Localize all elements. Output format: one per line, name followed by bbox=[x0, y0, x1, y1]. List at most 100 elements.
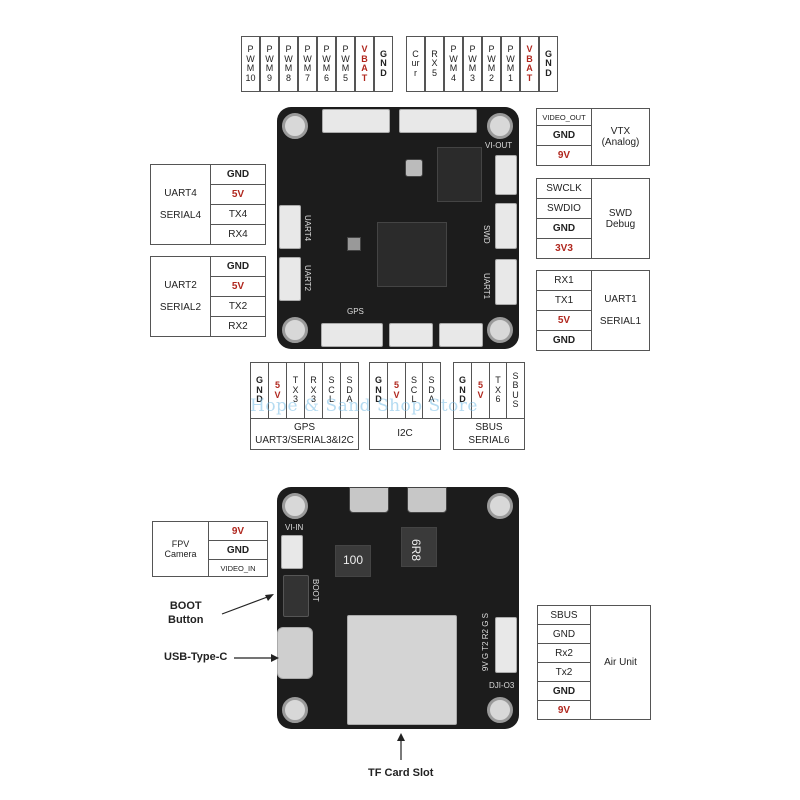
boot-arrow bbox=[221, 594, 274, 615]
i2c-pin-group: GND 5V SCL SDA I2C bbox=[369, 362, 441, 450]
cap-left bbox=[349, 487, 389, 513]
silk-gps: GPS bbox=[347, 307, 364, 316]
connector-left-uart4 bbox=[279, 205, 301, 249]
pin-gnd: GND bbox=[536, 125, 592, 146]
pin-tx2: TX2 bbox=[210, 296, 266, 317]
mount-hole-tl bbox=[282, 493, 308, 519]
pin-gnd-2: GND bbox=[537, 681, 591, 701]
silk-swd: SWD bbox=[482, 225, 491, 244]
tf-arrow bbox=[397, 733, 405, 760]
silk-dji-pins: 9V G T2 R2 G S bbox=[481, 613, 490, 672]
usb-arrow bbox=[234, 654, 279, 662]
mount-hole-tl bbox=[282, 113, 308, 139]
swd-label: SWD Debug bbox=[591, 178, 650, 259]
flight-controller-board-top: VI-OUT GPS UART4 UART2 SWD UART1 bbox=[277, 107, 519, 349]
pin-sbus: SBUS bbox=[537, 605, 591, 625]
connector-top-right bbox=[399, 109, 477, 133]
silk-uart4: UART4 bbox=[303, 215, 312, 242]
pin-scl: SCL bbox=[406, 363, 423, 419]
pin-tx1: TX1 bbox=[536, 290, 592, 311]
pin-9v: 9V bbox=[537, 700, 591, 720]
uart4-label: UART4 SERIAL4 bbox=[150, 164, 211, 245]
connector-top-left bbox=[322, 109, 390, 133]
pin-pwm10: PWM10 bbox=[241, 36, 260, 92]
pin-sda: SDA bbox=[423, 363, 440, 419]
usb-callout-label: USB-Type-C bbox=[164, 651, 228, 663]
pin-sda: SDA bbox=[341, 363, 358, 419]
fpv-label: FPV Camera bbox=[152, 521, 209, 577]
pin-pwm2: PWM2 bbox=[482, 36, 501, 92]
cap-right bbox=[407, 487, 447, 513]
sbus-label: SBUS SERIAL6 bbox=[468, 422, 510, 446]
pin-gnd: GND bbox=[454, 363, 472, 419]
pin-pwm6: PWM6 bbox=[317, 36, 336, 92]
inductor-6r8 bbox=[401, 527, 437, 567]
pin-gnd: GND bbox=[537, 624, 591, 644]
pin-video-out: VIDEO_OUT bbox=[536, 108, 592, 126]
gps-pin-group: GND 5V TX3 RX3 SCL SDA GPS UART3/SERIAL3… bbox=[250, 362, 359, 450]
silk-dji-o3: DJI-O3 bbox=[489, 681, 515, 690]
connector-right-vtx bbox=[495, 155, 517, 195]
pin-5v: 5V bbox=[388, 363, 406, 419]
pin-gnd: GND bbox=[536, 330, 592, 351]
gps-label: GPS UART3/SERIAL3&I2C bbox=[255, 422, 354, 446]
connector-bottom-gps bbox=[321, 323, 383, 347]
mount-hole-br bbox=[487, 317, 513, 343]
connector-dji-o3 bbox=[495, 617, 517, 673]
connector-vi-in bbox=[281, 535, 303, 569]
mount-hole-tr bbox=[487, 113, 513, 139]
pin-rx2: Rx2 bbox=[537, 643, 591, 663]
pin-swclk: SWCLK bbox=[536, 178, 592, 199]
mount-hole-bl bbox=[282, 697, 308, 723]
connector-left-uart2 bbox=[279, 257, 301, 301]
pin-curr: Curr bbox=[406, 36, 425, 92]
pin-pwm7: PWM7 bbox=[298, 36, 317, 92]
pin-scl: SCL bbox=[323, 363, 341, 419]
usb-c-port bbox=[277, 627, 313, 679]
uart2-label: UART2 SERIAL2 bbox=[150, 256, 211, 337]
osd-chip bbox=[437, 147, 482, 202]
connector-bottom-sbus bbox=[439, 323, 483, 347]
mcu-chip bbox=[377, 222, 447, 287]
pin-rx1: RX1 bbox=[536, 270, 592, 291]
silk-boot: BOOT bbox=[311, 579, 320, 602]
pin-3v3: 3V3 bbox=[536, 238, 592, 259]
mount-hole-bl bbox=[282, 317, 308, 343]
uart1-label: UART1 SERIAL1 bbox=[591, 270, 650, 351]
silk-vi-in: VI-IN bbox=[285, 523, 304, 532]
connector-bottom-i2c bbox=[389, 323, 433, 347]
pin-gnd: GND bbox=[208, 540, 268, 560]
pin-gnd: GND bbox=[536, 218, 592, 239]
i2c-label: I2C bbox=[397, 428, 413, 439]
pin-pwm3: PWM3 bbox=[463, 36, 482, 92]
pin-gnd: GND bbox=[210, 164, 266, 185]
pin-9v: 9V bbox=[208, 521, 268, 541]
pin-rx5: RX5 bbox=[425, 36, 444, 92]
pin-swdio: SWDIO bbox=[536, 198, 592, 219]
baro-chip bbox=[405, 159, 423, 177]
pin-gnd: GND bbox=[370, 363, 388, 419]
pin-gnd: GND bbox=[539, 36, 558, 92]
pin-pwm8: PWM8 bbox=[279, 36, 298, 92]
pin-tx6: TX6 bbox=[490, 363, 507, 419]
pin-gnd: GND bbox=[374, 36, 393, 92]
pin-5v: 5V bbox=[472, 363, 490, 419]
silk-inductor-100: 100 bbox=[343, 553, 364, 567]
silk-uart2: UART2 bbox=[303, 265, 312, 292]
tf-card-slot bbox=[347, 615, 457, 725]
connector-right-uart1 bbox=[495, 259, 517, 305]
boot-button bbox=[283, 575, 309, 617]
pin-rx4: RX4 bbox=[210, 224, 266, 245]
pin-video-in: VIDEO_IN bbox=[208, 559, 268, 577]
pin-rx3: RX3 bbox=[305, 363, 323, 419]
pin-vbat: VBAT bbox=[520, 36, 539, 92]
silk-uart1: UART1 bbox=[482, 273, 491, 300]
pin-tx3: TX3 bbox=[287, 363, 305, 419]
gyro-chip bbox=[347, 237, 361, 251]
